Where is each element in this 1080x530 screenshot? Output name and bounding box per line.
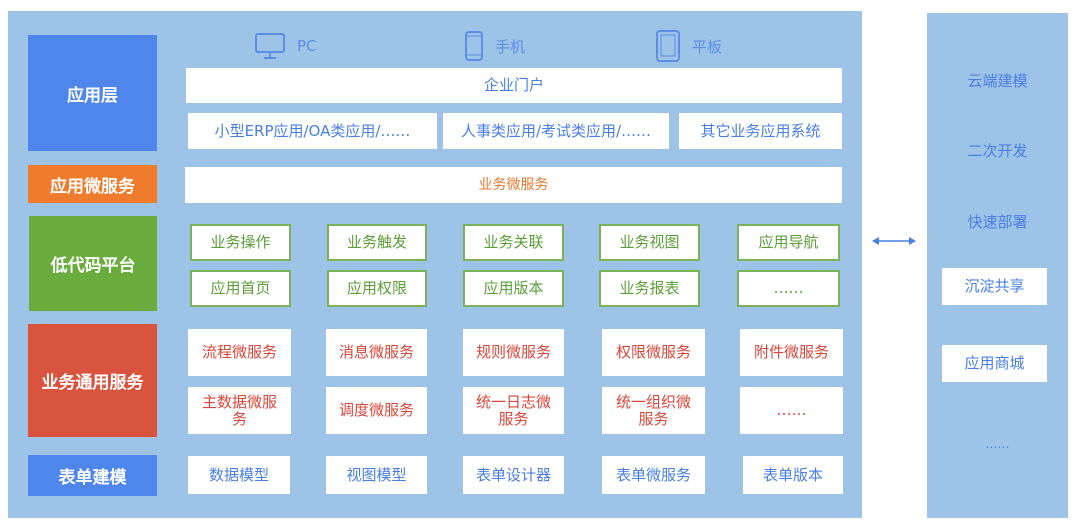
app-box: 其它业务应用系统 bbox=[679, 113, 842, 149]
app-box: 人事类应用/考试类应用/…… bbox=[443, 113, 669, 149]
form-item: 表单设计器 bbox=[463, 456, 564, 494]
side-panel bbox=[927, 13, 1068, 518]
service-item: 权限微服务 bbox=[602, 329, 705, 376]
side-item: 云端建模 bbox=[967, 72, 1028, 90]
phone-icon bbox=[465, 31, 483, 61]
lowcode-item: 业务关联 bbox=[463, 224, 564, 261]
lowcode-item: 业务触发 bbox=[327, 224, 427, 261]
device-label: 平板 bbox=[692, 37, 723, 56]
service-item: 规则微服务 bbox=[463, 329, 564, 376]
layer-app-micro: 应用微服务 bbox=[28, 165, 157, 203]
side-item: …… bbox=[985, 437, 1010, 451]
lowcode-item: 应用首页 bbox=[190, 270, 291, 307]
lowcode-item: 应用导航 bbox=[737, 224, 840, 261]
device-pc: PC bbox=[255, 32, 317, 60]
lowcode-item: 应用权限 bbox=[327, 270, 427, 307]
layer-form: 表单建模 bbox=[28, 455, 157, 496]
device-label: 手机 bbox=[495, 37, 526, 56]
lowcode-item: 业务视图 bbox=[599, 224, 700, 261]
side-item: 应用商城 bbox=[942, 345, 1047, 382]
tablet-icon bbox=[656, 30, 680, 62]
layer-app: 应用层 bbox=[28, 35, 157, 151]
service-item: 附件微服务 bbox=[740, 329, 843, 376]
form-item: 视图模型 bbox=[326, 456, 427, 494]
layer-lowcode: 低代码平台 bbox=[29, 216, 157, 311]
lowcode-item: 应用版本 bbox=[463, 270, 564, 307]
layer-common: 业务通用服务 bbox=[28, 324, 157, 437]
business-microservice: 业务微服务 bbox=[185, 167, 842, 203]
service-item: 消息微服务 bbox=[326, 329, 427, 376]
side-item: 二次开发 bbox=[967, 142, 1028, 160]
form-item: 表单版本 bbox=[743, 456, 843, 494]
bidirectional-arrow-icon bbox=[872, 232, 916, 251]
service-item: 调度微服务 bbox=[326, 387, 427, 434]
service-item: 统一组织微服务 bbox=[602, 387, 705, 434]
service-item: 流程微服务 bbox=[188, 329, 291, 376]
lowcode-item: 业务报表 bbox=[599, 270, 700, 307]
side-item: 沉淀共享 bbox=[942, 268, 1047, 305]
form-item: 表单微服务 bbox=[602, 456, 705, 494]
lowcode-item: …… bbox=[737, 270, 840, 307]
lowcode-item: 业务操作 bbox=[190, 224, 291, 261]
app-box: 小型ERP应用/OA类应用/…… bbox=[188, 113, 437, 149]
monitor-icon bbox=[255, 33, 285, 59]
device-phone: 手机 bbox=[465, 31, 525, 61]
service-item: …… bbox=[740, 387, 843, 434]
enterprise-portal: 企业门户 bbox=[186, 68, 842, 103]
service-item: 主数据微服务 bbox=[188, 387, 291, 434]
side-item: 快速部署 bbox=[967, 213, 1028, 231]
device-label: PC bbox=[297, 37, 317, 55]
form-item: 数据模型 bbox=[188, 456, 290, 494]
service-item: 统一日志微服务 bbox=[463, 387, 564, 434]
device-tablet: 平板 bbox=[656, 30, 722, 62]
